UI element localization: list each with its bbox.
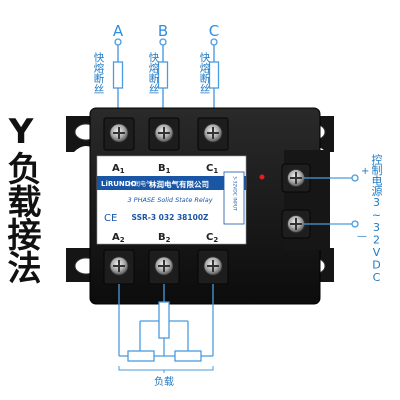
fuse-label-a: 快熔断丝 xyxy=(92,52,105,94)
ce-mark: CE xyxy=(104,213,117,224)
fuses xyxy=(112,61,220,89)
product-line: 3 PHASE Solid State Relay xyxy=(127,196,212,204)
load-resistor-c xyxy=(174,350,202,362)
fuse-label-b: 快熔断丝 xyxy=(147,52,160,94)
load-resistors xyxy=(127,301,202,362)
top-phase-terminals xyxy=(114,38,218,46)
phase-label-c: C xyxy=(209,22,219,40)
terminal-c2-label: C2 xyxy=(206,232,218,244)
terminal-b1-label: B1 xyxy=(158,163,171,175)
load-label: 负载 xyxy=(154,375,174,388)
bottom-screws xyxy=(109,256,223,276)
input-side-text: 3-32VDC INPUT xyxy=(232,176,238,211)
plus-label: + xyxy=(361,166,369,177)
diagram-title: Y负载接法 xyxy=(1,112,41,283)
model-number: SSR-3 032 38100Z xyxy=(132,213,210,222)
input-terminal-block xyxy=(281,150,330,250)
load-resistor-a xyxy=(127,350,155,362)
logo-band xyxy=(97,176,246,190)
input-strip xyxy=(223,171,245,225)
phase-label-a: A xyxy=(113,22,124,40)
fuse-b xyxy=(157,61,169,89)
terminal-a2-label: A2 xyxy=(112,232,125,244)
top-screws xyxy=(109,123,223,143)
minus-label: — xyxy=(357,231,367,242)
terminal-c1-label: C1 xyxy=(206,163,218,175)
company-name: 林润电气有限公司 xyxy=(149,179,209,189)
terminal-b2-label: B2 xyxy=(158,232,171,244)
brand-sub: 林润电气 xyxy=(128,180,152,188)
load-wiring xyxy=(118,284,214,357)
brand-logo: LiRUNDO xyxy=(101,180,137,188)
phase-label-b: B xyxy=(158,22,168,40)
control-power-wires xyxy=(304,177,352,225)
fuse-c xyxy=(208,61,220,89)
status-led xyxy=(259,174,265,180)
label-panel xyxy=(96,155,247,245)
fuse-a xyxy=(112,61,124,89)
terminal-a1-label: A1 xyxy=(112,163,125,175)
fuse-label-c: 快熔断丝 xyxy=(198,52,211,94)
load-brace xyxy=(118,366,214,373)
load-resistor-b xyxy=(158,301,170,339)
control-power-label: 控制电源3~32VDC xyxy=(370,154,383,284)
control-power-terminals xyxy=(351,174,359,228)
